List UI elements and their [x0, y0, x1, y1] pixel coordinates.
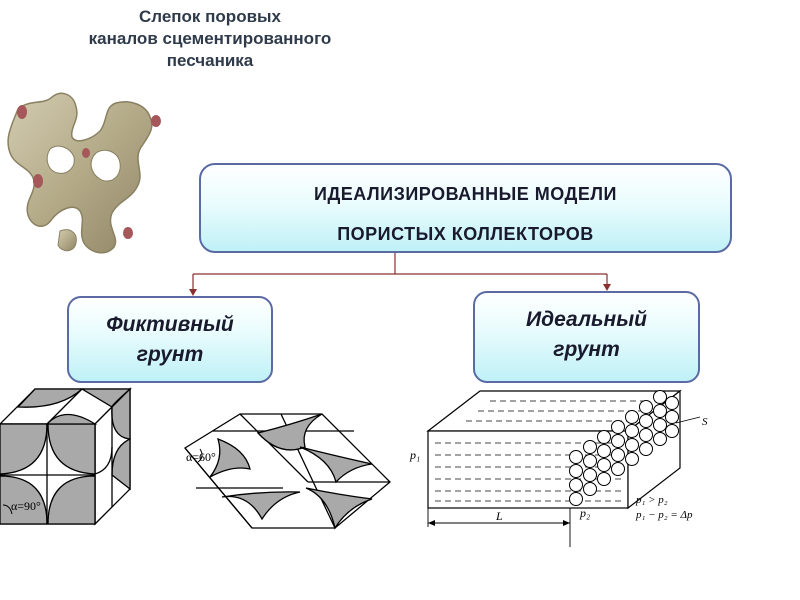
models-title-box: ИДЕАЛИЗИРОВАННЫЕ МОДЕЛИ ПОРИСТЫХ КОЛЛЕКТ…	[199, 163, 732, 253]
fictitious-soil-line-2: грунт	[136, 343, 204, 366]
ideal-soil-figure: p₁ p₂ S L p₁ > p₂ p₁ − p₂ = Δp	[400, 387, 712, 552]
pore-cast-image	[0, 81, 183, 267]
ideal-soil-line-1: Идеальный	[526, 308, 647, 331]
ideal-soil-box: Идеальный грунт	[473, 291, 700, 383]
cast-caption: Слепок поровых каналов сцементированного…	[20, 6, 400, 72]
pressure-difference: p₁ − p₂ = Δp	[635, 509, 693, 521]
caption-line-2: каналов сцементированного	[88, 29, 332, 48]
fictitious-soil-box: Фиктивный грунт	[67, 296, 273, 383]
rhombic-packing-figure	[184, 413, 391, 530]
caption-line-3: песчаника	[166, 51, 254, 70]
pressure-p2-label: p₂	[579, 506, 590, 520]
cubic-packing-figure	[0, 387, 132, 526]
area-s-label: S	[702, 416, 708, 428]
caption-line-1: Слепок поровых	[138, 7, 282, 26]
pressure-inequality: p₁ > p₂	[635, 494, 668, 506]
packing-figures: α=90° α=60°	[0, 387, 391, 547]
cubic-angle-label: α=90°	[11, 499, 41, 513]
ideal-soil-line-2: грунт	[553, 338, 620, 361]
length-l-label: L	[495, 509, 503, 523]
fictitious-soil-line-1: Фиктивный	[106, 313, 234, 336]
models-title-line-1: ИДЕАЛИЗИРОВАННЫЕ МОДЕЛИ	[314, 184, 617, 204]
rhombic-angle-label: α=60°	[186, 450, 216, 464]
models-title-line-2: ПОРИСТЫХ КОЛЛЕКТОРОВ	[337, 224, 594, 244]
pressure-p1-label: p₁	[409, 448, 420, 462]
